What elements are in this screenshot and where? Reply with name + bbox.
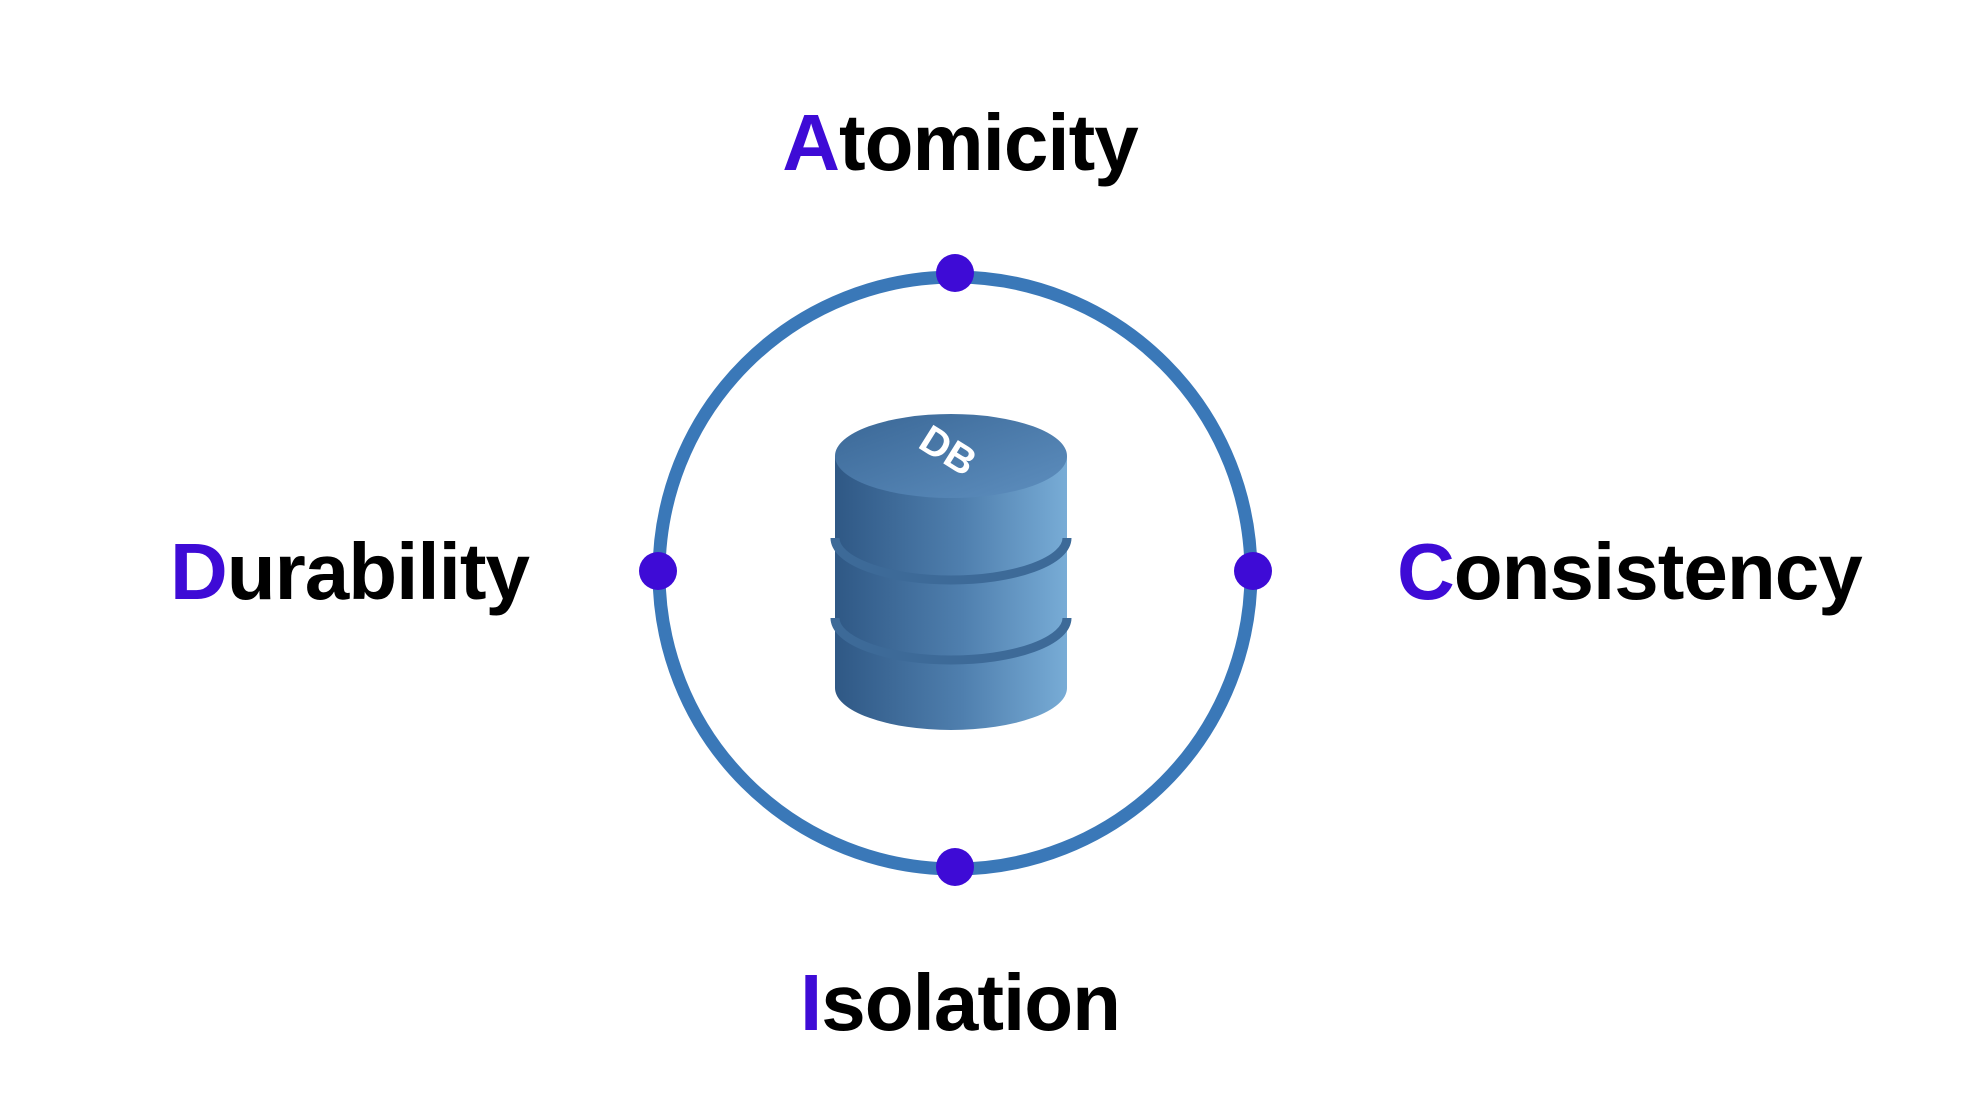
isolation-label: Isolation bbox=[0, 963, 1920, 1043]
node-dot-consistency bbox=[1234, 552, 1272, 590]
durability-initial: D bbox=[170, 527, 228, 616]
node-dot-atomicity bbox=[936, 254, 974, 292]
isolation-rest: solation bbox=[821, 958, 1121, 1047]
atomicity-label: Atomicity bbox=[0, 103, 1920, 183]
database-icon: DB bbox=[830, 414, 1072, 730]
durability-rest: urability bbox=[226, 527, 530, 616]
consistency-rest: onsistency bbox=[1453, 527, 1863, 616]
isolation-initial: I bbox=[800, 958, 822, 1047]
consistency-initial: C bbox=[1397, 527, 1455, 616]
durability-label: Durability bbox=[170, 532, 530, 612]
consistency-label: Consistency bbox=[1397, 532, 1863, 612]
atomicity-initial: A bbox=[782, 98, 840, 187]
node-dot-isolation bbox=[936, 848, 974, 886]
atomicity-rest: tomicity bbox=[839, 98, 1139, 187]
node-dot-durability bbox=[639, 552, 677, 590]
